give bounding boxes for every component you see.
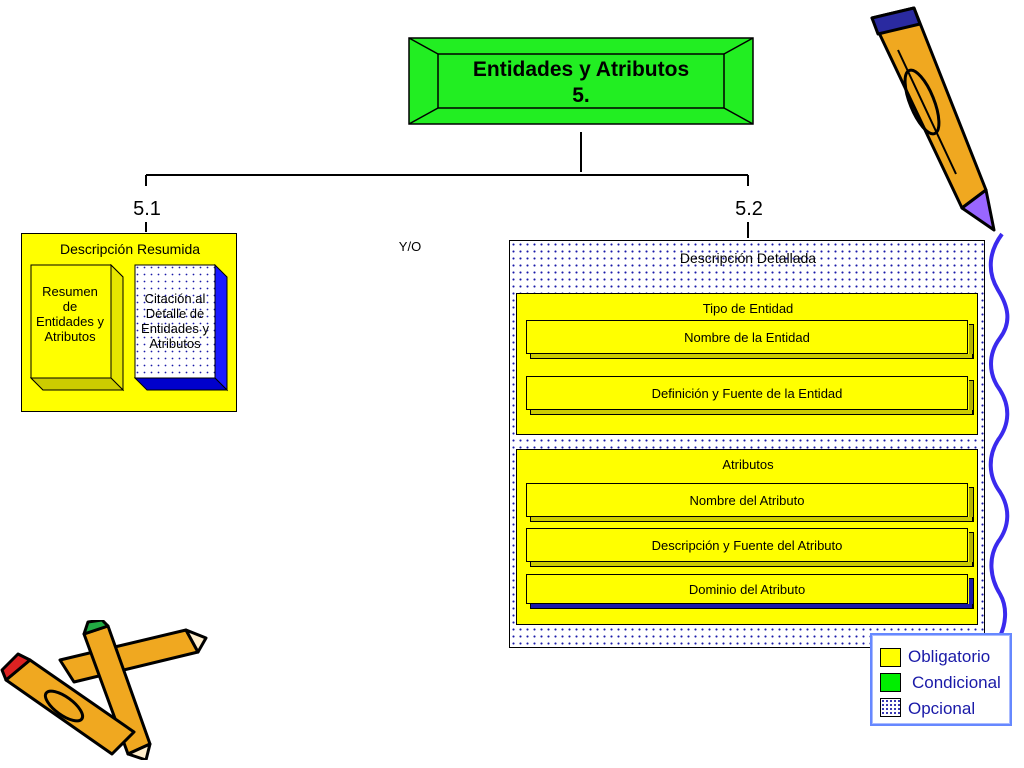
attribute-description-field: Descripción y Fuente del Atributo xyxy=(526,528,974,567)
entity-name-label: Nombre de la Entidad xyxy=(684,329,810,345)
summary-card-b xyxy=(134,264,229,392)
legend-swatch-mandatory xyxy=(880,648,901,667)
summary-card-b-label: Citación al Detalle de Entidades y Atrib… xyxy=(141,291,209,351)
attribute-domain-field: Dominio del Atributo xyxy=(526,574,974,609)
attribute-domain-label: Dominio del Atributo xyxy=(688,581,806,597)
right-number: 5.2 xyxy=(735,198,763,220)
detailed-panel-title: Descripción Detallada xyxy=(679,250,817,266)
summary-card-a-label: Resumen de Entidades y Atributos xyxy=(36,284,104,344)
attribute-name-label: Nombre del Atributo xyxy=(689,492,805,508)
root-box-frame xyxy=(408,37,754,125)
entity-definition-label: Definición y Fuente de la Entidad xyxy=(651,385,843,401)
attribute-name-field: Nombre del Atributo xyxy=(526,483,974,522)
attributes-title: Atributos xyxy=(722,457,774,472)
pencil-icon xyxy=(870,6,996,232)
legend-swatch-optional xyxy=(880,698,901,717)
summary-card-a xyxy=(30,264,125,392)
and-or-label: Y/O xyxy=(398,239,422,254)
left-number: 5.1 xyxy=(133,198,161,220)
entity-type-title: Tipo de Entidad xyxy=(702,301,794,316)
legend-label-mandatory: Obligatorio xyxy=(908,647,991,666)
wavy-edge-decoration xyxy=(988,232,1010,641)
attribute-description-label: Descripción y Fuente del Atributo xyxy=(651,537,843,553)
entity-name-field: Nombre de la Entidad xyxy=(526,320,974,359)
pencils-icon xyxy=(0,620,208,760)
legend-label-conditional: Condicional xyxy=(912,673,1001,692)
root-box: Entidades y Atributos 5. xyxy=(408,37,754,125)
entity-definition-field: Definición y Fuente de la Entidad xyxy=(526,376,974,415)
legend-label-optional: Opcional xyxy=(908,699,976,718)
summary-panel-title: Descripción Resumida xyxy=(59,241,201,257)
legend: Obligatorio Condicional Opcional xyxy=(870,633,1012,726)
root-title: Entidades y Atributos xyxy=(472,58,690,81)
root-number: 5. xyxy=(572,84,590,107)
legend-swatch-conditional xyxy=(880,673,901,692)
